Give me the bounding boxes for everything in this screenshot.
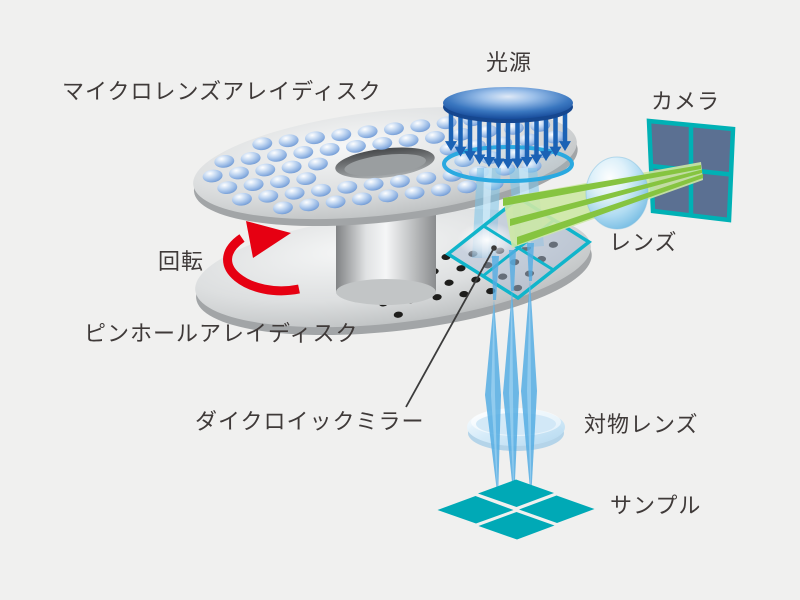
dichroic-mirror-label: ダイクロイックミラー	[195, 409, 425, 434]
lens-label: レンズ	[609, 230, 678, 255]
objective-lens-label: 対物レンズ	[584, 412, 699, 437]
sample-tiles	[437, 479, 595, 540]
emission-beam-rays	[503, 165, 703, 245]
dichroic-pointer-line	[405, 245, 497, 408]
camera-label: カメラ	[651, 89, 721, 114]
sample-label: サンプル	[610, 493, 702, 518]
rotation-arrow-icon	[223, 221, 300, 296]
beams-to-pinholes	[492, 243, 534, 300]
light-source-label: 光源	[486, 50, 533, 75]
microlens-disk-label: マイクロレンズアレイディスク	[62, 79, 382, 104]
pinhole-disk-label: ピンホールアレイディスク	[84, 321, 359, 346]
focused-beams	[485, 280, 537, 502]
rotation-label: 回転	[158, 249, 205, 274]
light-source	[443, 87, 573, 123]
